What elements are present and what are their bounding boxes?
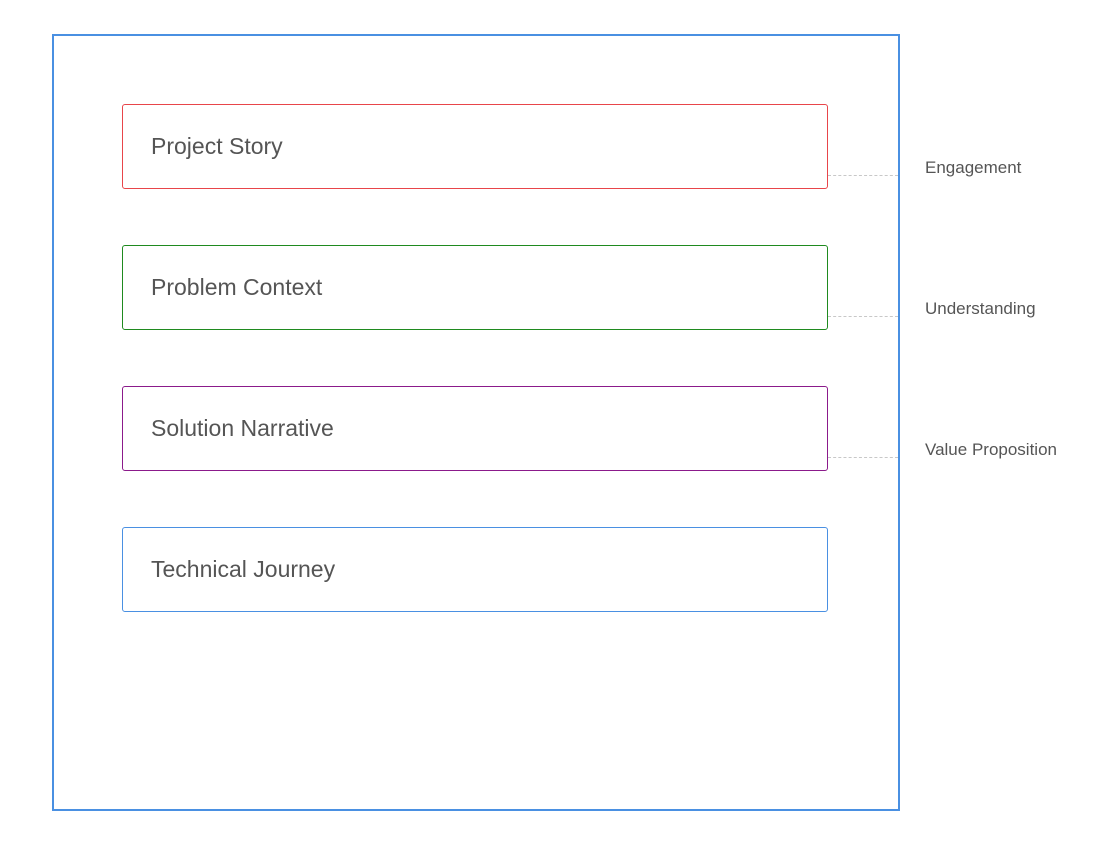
section-label: Problem Context — [151, 274, 323, 300]
section-label: Project Story — [151, 133, 283, 159]
connector-understanding — [828, 316, 898, 317]
annotation-value-proposition: Value Proposition — [925, 440, 1057, 459]
section-label: Solution Narrative — [151, 415, 334, 441]
section-project-story: Project Story — [122, 104, 828, 189]
section-problem-context: Problem Context — [122, 245, 828, 330]
section-technical-journey: Technical Journey — [122, 527, 828, 612]
section-label: Technical Journey — [151, 556, 336, 582]
connector-value-proposition — [828, 457, 898, 458]
section-solution-narrative: Solution Narrative — [122, 386, 828, 471]
annotation-engagement: Engagement — [925, 158, 1022, 177]
annotation-understanding: Understanding — [925, 299, 1036, 318]
connector-engagement — [828, 175, 898, 176]
outer-frame — [52, 34, 900, 811]
